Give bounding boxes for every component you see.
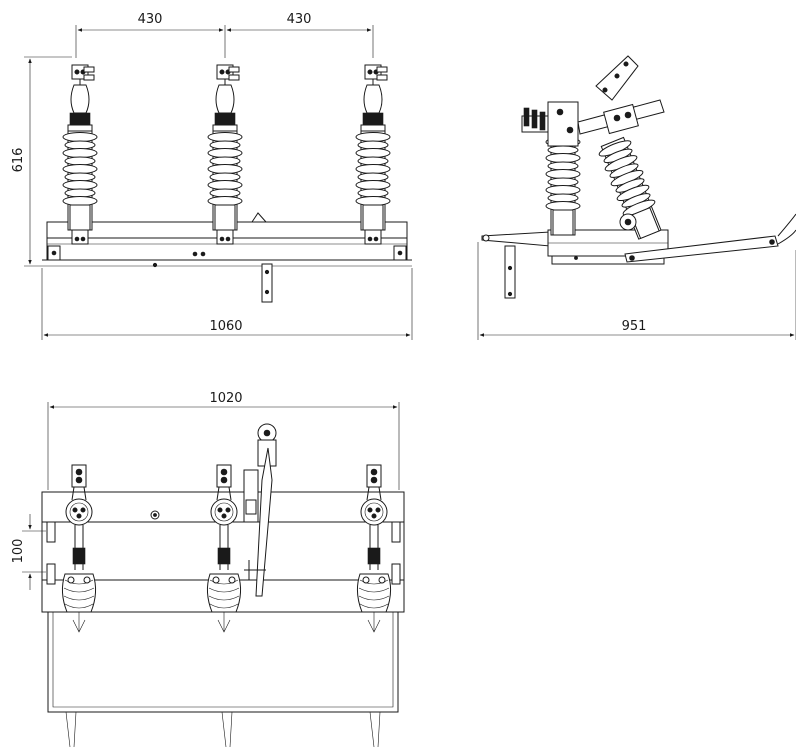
dim-spacing-right: 430 [287,12,312,27]
dim-width: 1060 [209,319,242,334]
top-view: 1020 100 [11,391,405,747]
dim-offset: 100 [11,539,26,564]
dim-side-width: 951 [622,319,647,334]
front-view: 430 430 616 1060 [11,12,413,340]
dim-spacing-left: 430 [138,12,163,27]
side-view: 951 [477,55,796,340]
dim-height: 616 [11,148,26,173]
dim-top-width: 1020 [209,391,242,406]
